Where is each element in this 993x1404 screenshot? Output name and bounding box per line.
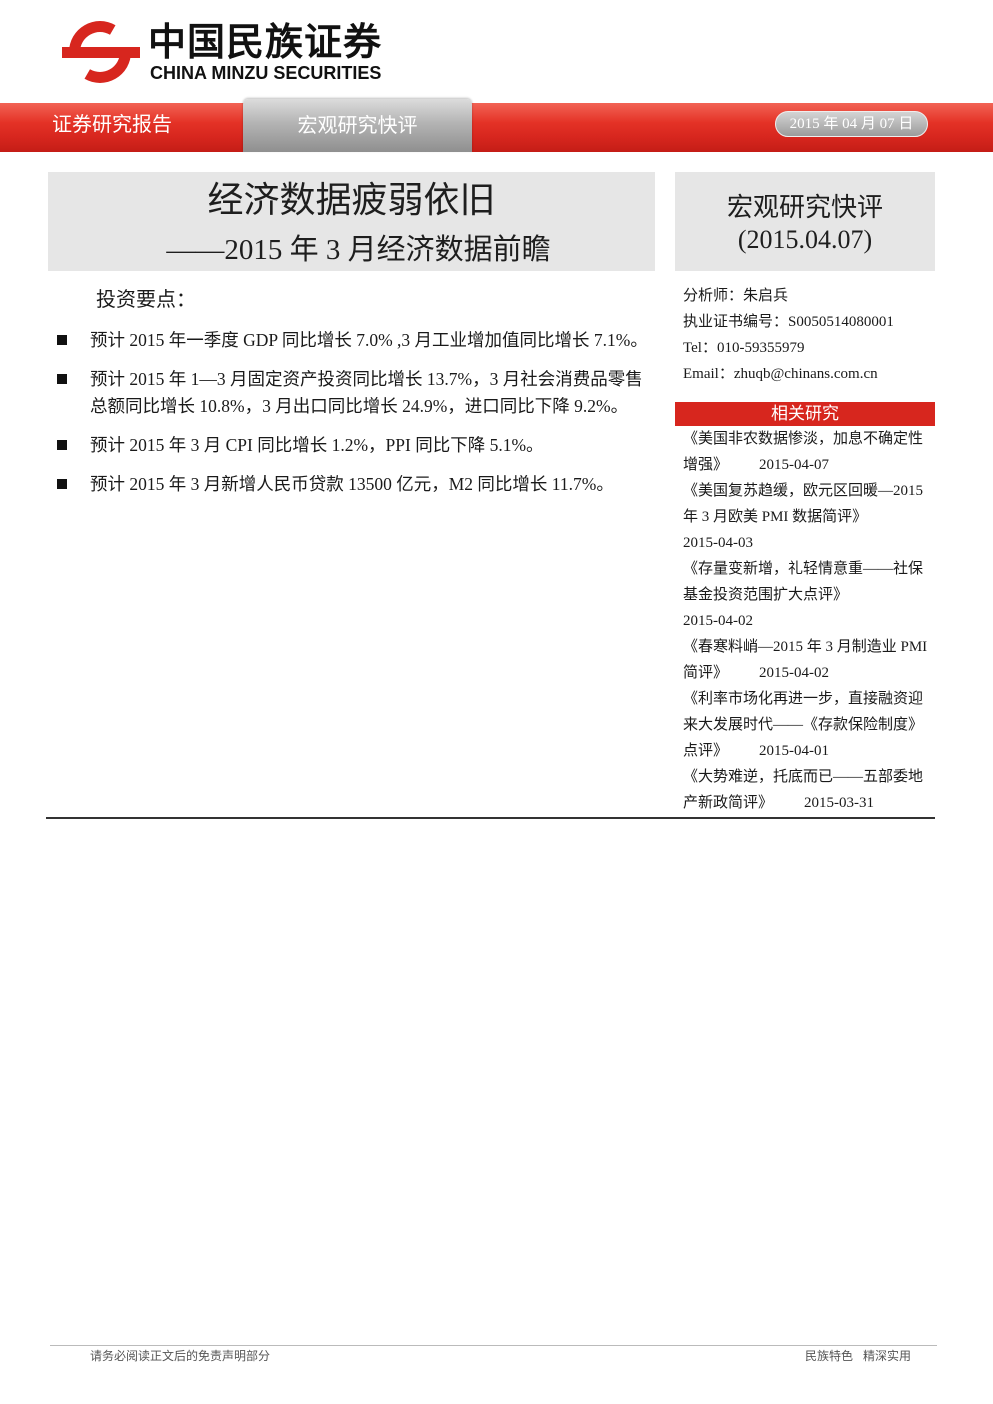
related-report-title-line: 简评》 2015-04-02 xyxy=(683,660,935,686)
related-research-list: 《美国非农数据惨淡，加息不确定性 增强》 2015-04-07 《美国复苏趋缓，欧… xyxy=(683,426,935,816)
related-report-title-line: 产新政简评》 2015-03-31 xyxy=(683,790,935,816)
analyst-name: 朱启兵 xyxy=(743,288,789,304)
key-point-item: 预计 2015 年 1—3 月固定资产投资同比增长 13.7%，3 月社会消费品… xyxy=(57,366,655,420)
title-box: 经济数据疲弱依旧 ——2015 年 3 月经济数据前瞻 xyxy=(48,172,655,271)
logo-icon xyxy=(62,21,140,83)
related-report-item: 《存量变新增，礼轻情意重——社保 基金投资范围扩大点评》 2015-04-02 xyxy=(683,556,935,634)
analyst-email-row: Email：zhuqb@chinans.com.cn xyxy=(683,361,935,387)
related-report-date: 2015-04-02 xyxy=(759,665,830,681)
report-category-label: 宏观研究快评 xyxy=(297,115,418,137)
analyst-email: zhuqb@chinans.com.cn xyxy=(733,366,878,382)
side-title-box: 宏观研究快评 (2015.04.07) xyxy=(675,172,935,271)
key-point-item: 预计 2015 年 3 月 CPI 同比增长 1.2%，PPI 同比下降 5.1… xyxy=(57,432,655,459)
key-point-text: 预计 2015 年 1—3 月固定资产投资同比增长 13.7%，3 月社会消费品… xyxy=(90,369,643,389)
related-report-title-text: 点评》 xyxy=(683,743,729,759)
side-category: 宏观研究快评 xyxy=(726,193,883,222)
report-category-tab: 宏观研究快评 xyxy=(243,99,472,152)
analyst-tel-row: Tel：010-59355979 xyxy=(683,335,935,361)
key-points-list: 预计 2015 年一季度 GDP 同比增长 7.0% ,3 月工业增加值同比增长… xyxy=(57,327,655,510)
related-report-title-line: 点评》 2015-04-01 xyxy=(683,738,935,764)
related-research-heading: 相关研究 xyxy=(675,402,935,426)
analyst-email-label: Email： xyxy=(683,366,734,382)
related-report-title-text: 增强》 xyxy=(683,457,729,473)
report-type-label: 证券研究报告 xyxy=(52,114,172,136)
footer-slogan-1: 民族特色 xyxy=(805,1349,854,1363)
analyst-info: 分析师：朱启兵 执业证书编号：S0050514080001 Tel：010-59… xyxy=(683,283,935,387)
side-date: (2015.04.07) xyxy=(737,225,873,254)
logo-chinese-name: 中国民族证券 xyxy=(148,22,383,64)
related-report-item: 《春寒料峭—2015 年 3 月制造业 PMI 简评》 2015-04-02 xyxy=(683,634,935,686)
report-date-badge: 2015 年 04 月 07 日 xyxy=(775,111,928,137)
related-report-title-line: 《春寒料峭—2015 年 3 月制造业 PMI xyxy=(683,639,928,655)
related-report-title-line: 《美国非农数据惨淡，加息不确定性 xyxy=(683,431,924,447)
related-report-title-line: 《美国复苏趋缓，欧元区回暖—2015 xyxy=(683,483,924,499)
related-report-title-line: 《存量变新增，礼轻情意重——社保 xyxy=(683,561,924,577)
analyst-tel: 010-59355979 xyxy=(716,340,805,356)
related-report-title-line: 来大发展时代——《存款保险制度》 xyxy=(683,717,924,733)
related-report-date: 2015-04-01 xyxy=(759,743,830,759)
related-report-title-line: 增强》 2015-04-07 xyxy=(683,452,935,478)
related-report-title-line: 《大势难逆，托底而已——五部委地 xyxy=(683,769,924,785)
related-report-item: 《利率市场化再进一步，直接融资迎 来大发展时代——《存款保险制度》 点评》 201… xyxy=(683,686,935,764)
footer-disclaimer: 请务必阅读正文后的免责声明部分 xyxy=(90,1349,271,1363)
bullet-square-icon xyxy=(57,335,67,345)
analyst-license-label: 执业证书编号： xyxy=(683,314,789,330)
related-report-title-line: 《利率市场化再进一步，直接融资迎 xyxy=(683,691,924,707)
key-point-text: 预计 2015 年 3 月新增人民币贷款 13500 亿元，M2 同比增长 11… xyxy=(90,474,614,494)
related-report-item: 《美国复苏趋缓，欧元区回暖—2015 年 3 月欧美 PMI 数据简评》 201… xyxy=(683,478,935,556)
analyst-license-row: 执业证书编号：S0050514080001 xyxy=(683,309,935,335)
related-report-title-line: 基金投资范围扩大点评》 xyxy=(683,587,849,603)
related-report-date: 2015-03-31 xyxy=(804,795,875,811)
key-point-item: 预计 2015 年一季度 GDP 同比增长 7.0% ,3 月工业增加值同比增长… xyxy=(57,327,655,354)
report-subtitle: ——2015 年 3 月经济数据前瞻 xyxy=(166,234,551,266)
analyst-tel-label: Tel： xyxy=(683,340,717,356)
bullet-square-icon xyxy=(57,479,67,489)
key-point-text: 预计 2015 年一季度 GDP 同比增长 7.0% ,3 月工业增加值同比增长… xyxy=(90,330,648,350)
logo-english-name: CHINA MINZU SECURITIES xyxy=(150,63,382,83)
key-points-heading: 投资要点： xyxy=(96,289,196,311)
related-report-item: 《美国非农数据惨淡，加息不确定性 增强》 2015-04-07 xyxy=(683,426,935,478)
footer-divider xyxy=(50,1345,937,1346)
analyst-name-row: 分析师：朱启兵 xyxy=(683,283,935,309)
report-title: 经济数据疲弱依旧 xyxy=(207,179,496,220)
section-divider xyxy=(46,817,935,819)
bullet-square-icon xyxy=(57,374,67,384)
related-report-date: 2015-04-02 xyxy=(683,613,753,629)
related-report-date: 2015-04-03 xyxy=(683,535,753,551)
analyst-name-label: 分析师： xyxy=(683,288,744,304)
key-point-text: 总额同比增长 10.8%，3 月出口同比增长 24.9%，进口同比下降 9.2%… xyxy=(90,396,629,416)
related-report-item: 《大势难逆，托底而已——五部委地 产新政简评》 2015-03-31 xyxy=(683,764,935,816)
bullet-square-icon xyxy=(57,440,67,450)
key-point-item: 预计 2015 年 3 月新增人民币贷款 13500 亿元，M2 同比增长 11… xyxy=(57,471,655,498)
footer-slogan: 民族特色精深实用 xyxy=(805,1348,911,1364)
related-report-title-text: 产新政简评》 xyxy=(683,795,774,811)
related-report-title-line: 年 3 月欧美 PMI 数据简评》 xyxy=(683,509,868,525)
related-report-title-text: 简评》 xyxy=(683,665,729,681)
footer-slogan-2: 精深实用 xyxy=(863,1349,912,1363)
key-point-text: 预计 2015 年 3 月 CPI 同比增长 1.2%，PPI 同比下降 5.1… xyxy=(90,435,544,455)
related-report-date: 2015-04-07 xyxy=(759,457,830,473)
analyst-license: S0050514080001 xyxy=(788,314,894,330)
